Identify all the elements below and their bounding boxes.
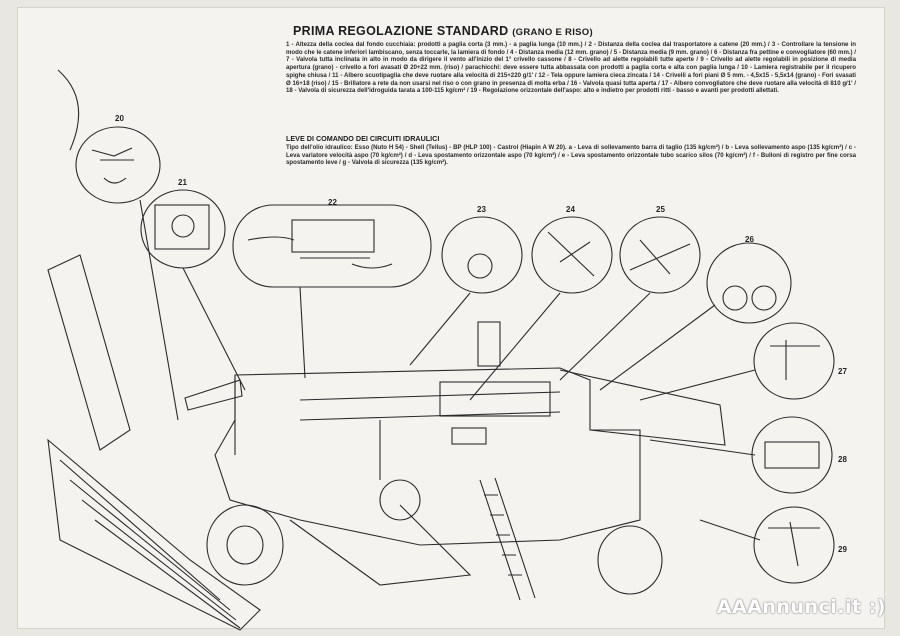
- callout-25: 25: [656, 205, 665, 214]
- detail-circle-21: [140, 189, 226, 269]
- callout-22: 22: [328, 198, 337, 207]
- oil-label: Tipo dell'olio idraulico:: [286, 144, 353, 151]
- detail-circle-22: [232, 204, 432, 288]
- callout-28: 28: [838, 455, 847, 464]
- title-sub: (GRANO E RISO): [512, 27, 593, 38]
- callout-numbers: 20 21 22 23 24 25 26 27 28 29: [115, 114, 847, 554]
- callout-29: 29: [838, 545, 847, 554]
- detail-circle-24: [531, 216, 613, 294]
- adjustment-paragraph: 1 - Altezza della coclea dal fondo cucch…: [286, 41, 856, 95]
- manual-page: [18, 8, 884, 628]
- detail-circle-20: [75, 126, 161, 204]
- page-title: PRIMA REGOLAZIONE STANDARD (GRANO E RISO…: [293, 24, 593, 38]
- levers-heading: LEVE DI COMANDO DEI CIRCUITI IDRAULICI: [286, 134, 440, 143]
- callout-23: 23: [477, 205, 486, 214]
- watermark-logo: AAAnnunci.it :): [716, 596, 886, 618]
- callout-27: 27: [838, 367, 847, 376]
- lever-items: a - Leva di sollevamento barra di taglio…: [286, 144, 857, 167]
- detail-circle-28: [751, 416, 833, 494]
- callout-20: 20: [115, 114, 124, 123]
- callout-21: 21: [178, 178, 187, 187]
- detail-circle-26: [706, 242, 792, 324]
- callout-26: 26: [745, 235, 754, 244]
- partial-detail-circle: [57, 69, 80, 151]
- detail-circle-23: [441, 216, 523, 294]
- callout-24: 24: [566, 205, 575, 214]
- detail-circle-27: [753, 322, 835, 400]
- detail-circle-29: [753, 506, 835, 584]
- harvester-body: [47, 254, 726, 631]
- oil-text: Esso (Nuto H 54) - Shell (Tellus) - BP (…: [354, 144, 567, 151]
- levers-paragraph: Tipo dell'olio idraulico: Esso (Nuto H 5…: [286, 144, 856, 167]
- title-main: PRIMA REGOLAZIONE STANDARD: [293, 24, 509, 38]
- detail-circle-25: [619, 216, 701, 294]
